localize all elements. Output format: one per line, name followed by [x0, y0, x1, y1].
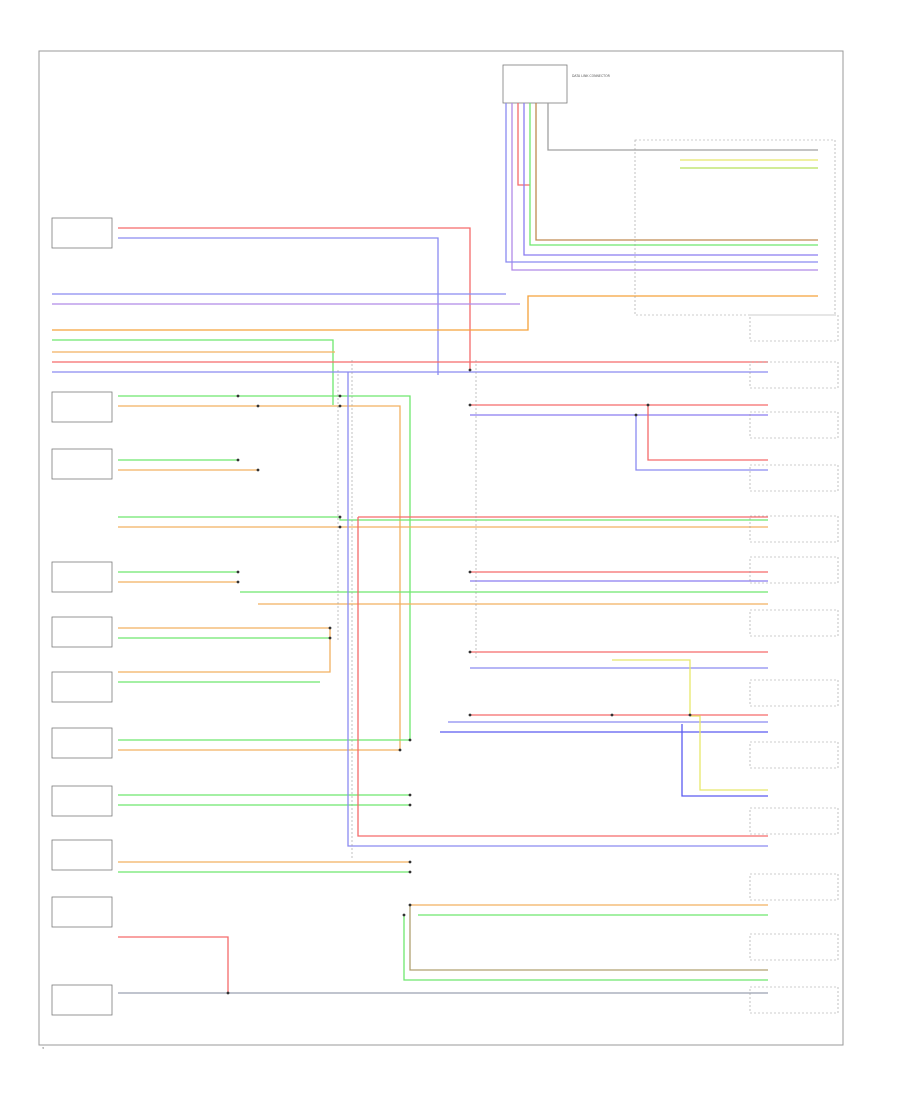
- wire: [118, 237, 439, 375]
- splice-dot: [688, 713, 692, 717]
- wire: [681, 724, 768, 797]
- left-component-box: [51, 727, 113, 759]
- wire: [347, 372, 768, 847]
- splice-dot: [468, 403, 472, 407]
- splice-dot: [610, 713, 614, 717]
- page-footer-label: 3: [42, 1046, 44, 1050]
- left-component-box: [51, 217, 113, 249]
- wire: [690, 715, 768, 791]
- right-connector-box: [749, 986, 839, 1014]
- splice-dot: [646, 403, 650, 407]
- wire: [511, 103, 818, 271]
- wire: [118, 628, 331, 673]
- wire: [529, 103, 818, 246]
- splice-dot: [328, 626, 332, 630]
- splice-dot: [236, 570, 240, 574]
- splice-dot: [468, 650, 472, 654]
- splice-dot: [408, 860, 412, 864]
- right-connector-box: [749, 361, 839, 389]
- splice-dot: [338, 404, 342, 408]
- right-connector-box: [749, 556, 839, 584]
- left-component-box: [51, 896, 113, 928]
- splice-dot: [338, 515, 342, 519]
- splice-dot: [408, 803, 412, 807]
- left-component-box: [51, 561, 113, 593]
- right-connector-box: [749, 464, 839, 492]
- left-component-box: [51, 448, 113, 480]
- splice-dot: [256, 404, 260, 408]
- right-connector-box: [749, 741, 839, 769]
- wire: [547, 103, 818, 151]
- left-component-group: [51, 217, 113, 1016]
- connector-frame: [634, 139, 836, 316]
- splice-dot: [408, 793, 412, 797]
- splice-dot: [408, 738, 412, 742]
- right-connector-box: [749, 411, 839, 439]
- wire: [357, 517, 768, 837]
- splice-dot: [236, 580, 240, 584]
- left-component-box: [51, 839, 113, 871]
- wire: [517, 103, 530, 186]
- splice-dot: [408, 870, 412, 874]
- wire: [612, 659, 691, 716]
- splice-dot: [338, 525, 342, 529]
- wire: [647, 405, 768, 461]
- wire: [535, 103, 818, 241]
- splice-dot: [236, 394, 240, 398]
- right-connector-box: [749, 933, 839, 961]
- wire-group: [52, 103, 818, 994]
- wire: [118, 516, 768, 521]
- right-connector-box: [749, 873, 839, 901]
- splice-dot-group: [226, 360, 692, 995]
- data-link-connector-label: DATA LINK CONNECTOR: [572, 74, 611, 78]
- left-component-box: [51, 391, 113, 423]
- splice-dot: [468, 713, 472, 717]
- right-connector-box: [749, 679, 839, 707]
- wire: [52, 295, 818, 331]
- left-component-box: [51, 785, 113, 817]
- wire: [403, 915, 768, 981]
- splice-dot: [408, 903, 412, 907]
- splice-dot: [256, 468, 260, 472]
- right-connector-box: [749, 515, 839, 543]
- splice-dot: [328, 636, 332, 640]
- splice-dot: [226, 991, 230, 995]
- splice-dot: [634, 413, 638, 417]
- left-component-box: [51, 984, 113, 1016]
- wire: [505, 103, 818, 263]
- right-connector-box: [749, 609, 839, 637]
- wire: [523, 103, 818, 256]
- right-connector-box: [749, 314, 839, 342]
- splice-dot: [338, 394, 342, 398]
- splice-dot: [468, 570, 472, 574]
- splice-dot: [236, 458, 240, 462]
- diagram-frame: [38, 50, 844, 1046]
- left-component-box: [51, 671, 113, 703]
- wire: [118, 227, 471, 370]
- wire: [118, 405, 401, 750]
- wire: [118, 395, 411, 740]
- right-connector-box: [749, 807, 839, 835]
- wire: [635, 415, 768, 471]
- left-component-box: [51, 616, 113, 648]
- splice-dot: [468, 368, 472, 372]
- wire: [118, 936, 229, 993]
- wire: [409, 905, 768, 971]
- right-label-group: [634, 139, 839, 1014]
- splice-dot: [398, 748, 402, 752]
- splice-dot: [402, 913, 406, 917]
- data-link-connector: [502, 64, 568, 104]
- wire: [52, 339, 334, 405]
